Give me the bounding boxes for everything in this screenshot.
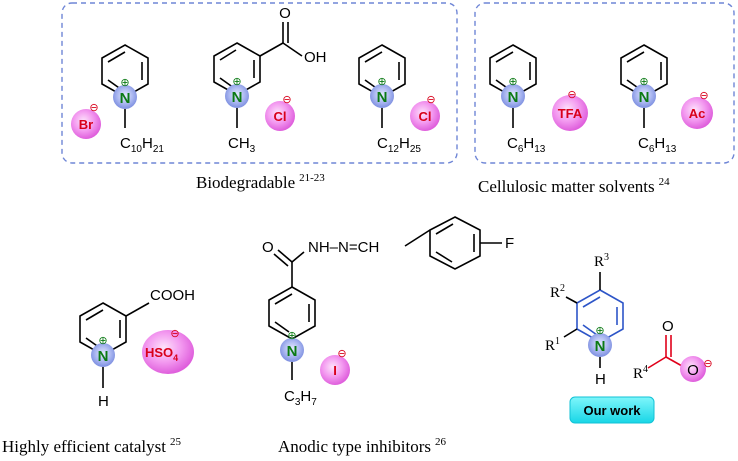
our-work-label: Our work: [583, 403, 641, 418]
positive-charge-icon: ⊕: [377, 76, 386, 88]
molecule-nicotinic-hydrogensulfate: COOH N ⊕ H HSO4 ⊖: [79, 287, 195, 410]
cation-nitrogen-highlight: [588, 333, 612, 357]
anion-bubble-cl: [265, 101, 295, 131]
r3-substituent: R3: [594, 252, 609, 270]
carboxylate-oxygen: O: [662, 318, 674, 335]
biodegradable-group-box: [61, 2, 458, 164]
molecule-decylpyridinium-bromide: N ⊕ C10H21 Br ⊖: [71, 44, 164, 155]
carbonyl-oxygen: O: [262, 239, 274, 256]
anion-label-cl: Cl: [419, 109, 432, 124]
anion-bubble-tfa: [552, 95, 588, 131]
anion-label-tfa: TFA: [558, 106, 583, 121]
cation-nitrogen-highlight: [370, 84, 394, 108]
carboxylic-acid-group: COOH: [150, 287, 195, 304]
positive-charge-icon: ⊕: [595, 325, 604, 337]
negative-charge-icon: ⊖: [89, 102, 98, 114]
r2-substituent: R2: [550, 283, 565, 301]
hexyl-substituent: C6H13: [638, 135, 677, 155]
hexyl-substituent: C6H13: [507, 135, 546, 155]
anion-bubble-ac: [681, 97, 713, 129]
cation-nitrogen-highlight: [632, 84, 656, 108]
cation-nitrogen-highlight: [91, 343, 115, 367]
anion-label-br: Br: [79, 117, 93, 132]
positive-charge-icon: ⊕: [639, 76, 648, 88]
methyl-substituent: CH3: [228, 135, 256, 155]
fluorine-atom: F: [505, 235, 514, 252]
cation-nitrogen-highlight: [225, 84, 249, 108]
cation-nitrogen-highlight: [280, 338, 304, 362]
anion-bubble-hso4: [142, 330, 194, 374]
nitrogen-label: N: [120, 90, 131, 107]
propyl-substituent: C3H7: [284, 388, 317, 408]
cation-nitrogen-highlight: [501, 84, 525, 108]
hydrazone-linker: NH–N=CH: [308, 239, 379, 256]
molecule-hexylpyridinium-tfa: N ⊕ C6H13 TFA ⊖: [489, 44, 588, 155]
negative-charge-icon: ⊖: [170, 328, 179, 340]
anion-label-i: I: [333, 363, 337, 378]
nitrogen-label: N: [595, 338, 606, 355]
anion-label-ac: Ac: [689, 106, 706, 121]
nh-hydrogen: H: [98, 393, 109, 410]
nitrogen-label: N: [98, 348, 109, 365]
negative-charge-icon: ⊖: [567, 89, 576, 101]
anion-bubble-cl: [410, 101, 440, 131]
molecule-hydrazone-pyridinium-iodide: O NH–N=CH F N ⊕ C3H7 I ⊖: [262, 216, 514, 408]
anion-bubble-br: [71, 109, 101, 139]
nitrogen-label: N: [508, 89, 519, 106]
negative-charge-icon: ⊖: [282, 94, 291, 106]
r4-substituent: R4: [633, 364, 648, 382]
nitrogen-label: N: [377, 89, 388, 106]
nitrogen-label: N: [639, 89, 650, 106]
cellulosic-group-box: [474, 2, 735, 164]
hydroxyl-group: OH: [304, 49, 327, 66]
carboxylate-oxygen-anion: O: [687, 362, 699, 379]
positive-charge-icon: ⊕: [98, 335, 107, 347]
cation-nitrogen-highlight: [113, 85, 137, 109]
our-work-badge: [569, 396, 655, 424]
anion-bubble-i: [320, 355, 350, 385]
carbonyl-oxygen: O: [279, 5, 291, 22]
positive-charge-icon: ⊕: [232, 76, 241, 88]
anion-label-cl: Cl: [274, 109, 287, 124]
nitrogen-label: N: [232, 89, 243, 106]
negative-charge-icon: ⊖: [703, 358, 712, 370]
decyl-substituent: C10H21: [120, 135, 164, 155]
nh-hydrogen: H: [595, 371, 606, 388]
molecule-dodecylpyridinium-chloride: N ⊕ C12H25 Cl ⊖: [358, 44, 440, 155]
negative-charge-icon: ⊖: [426, 94, 435, 106]
molecule-hexylpyridinium-acetate: N ⊕ C6H13 Ac ⊖: [620, 44, 713, 155]
negative-charge-icon: ⊖: [337, 348, 346, 360]
positive-charge-icon: ⊕: [508, 76, 517, 88]
anion-label-hso4: HSO4: [145, 345, 178, 363]
nitrogen-label: N: [287, 343, 298, 360]
dodecyl-substituent: C12H25: [377, 135, 421, 155]
anion-bubble-carboxylate: [680, 356, 706, 382]
r1-substituent: R1: [545, 336, 560, 354]
positive-charge-icon: ⊕: [120, 77, 129, 89]
molecule-methylnicotinic-chloride: O OH N ⊕ CH3 Cl ⊖: [213, 5, 327, 155]
positive-charge-icon: ⊕: [287, 330, 296, 342]
negative-charge-icon: ⊖: [699, 90, 708, 102]
molecule-our-work-general: R3 R2 R1 N ⊕ H R4 O O ⊖ Our work: [545, 252, 713, 424]
